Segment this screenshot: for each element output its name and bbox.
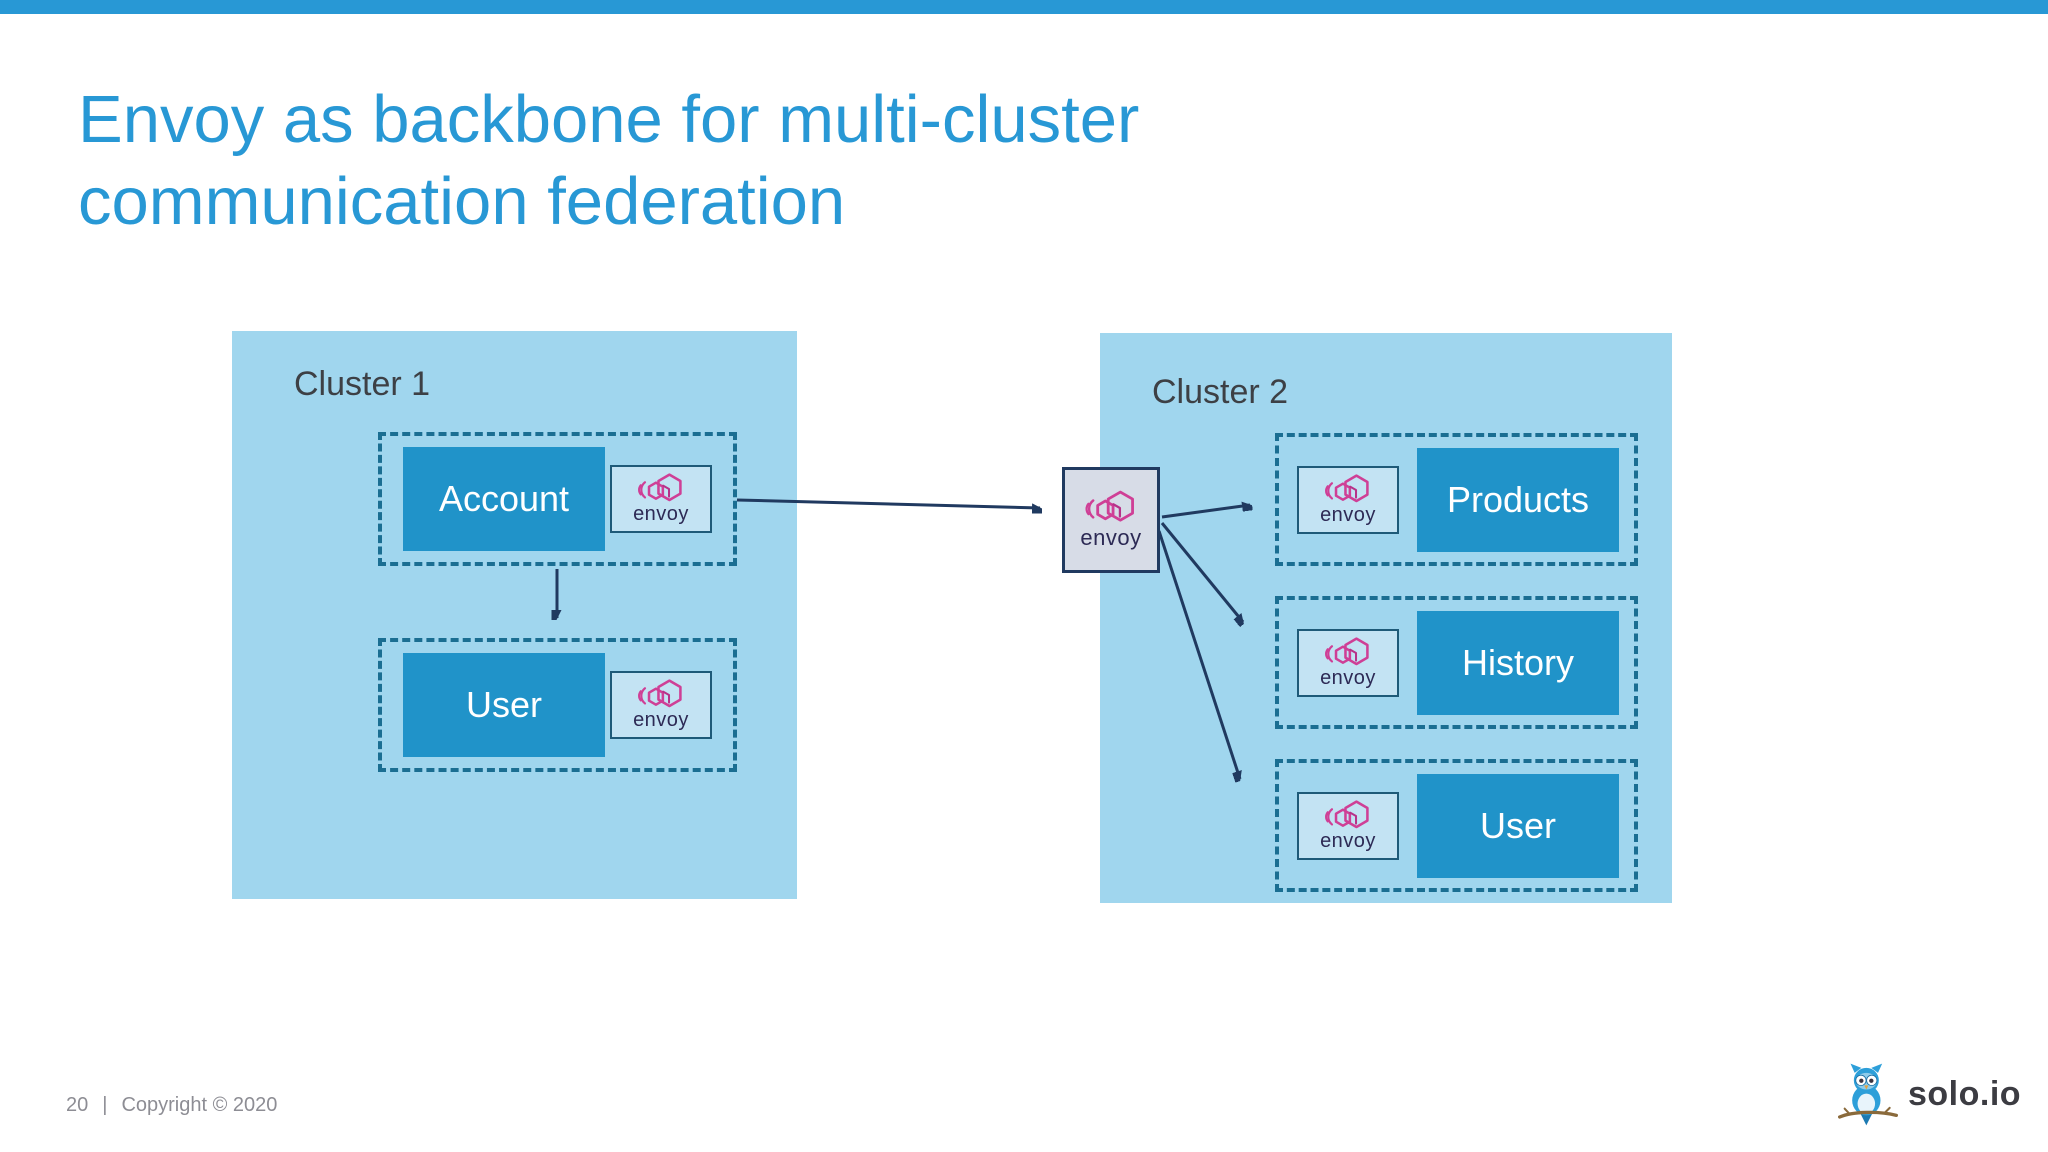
- envoy-logo-icon: [1081, 489, 1141, 527]
- envoy-logo-icon: [1321, 799, 1375, 833]
- products-envoy-sidecar: envoy: [1297, 465, 1399, 534]
- solo-io-logo: solo.io: [1838, 1062, 2021, 1127]
- history-service-box: History: [1417, 610, 1619, 715]
- account-service-box: Account: [403, 447, 605, 551]
- user-envoy-sidecar: envoy: [610, 671, 712, 739]
- envoy-wordmark: envoy: [1320, 503, 1376, 526]
- cluster2-history-group: envoy History: [1275, 596, 1638, 729]
- envoy-logo-icon: [634, 472, 688, 506]
- user-service-box: User: [403, 653, 605, 757]
- copyright-text: Copyright © 2020: [121, 1094, 278, 1116]
- products-service-box: Products: [1417, 447, 1619, 552]
- envoy-wordmark: envoy: [1320, 829, 1376, 852]
- cluster2-label: Cluster 2: [1152, 373, 1289, 411]
- history-envoy-sidecar: envoy: [1297, 628, 1399, 697]
- cluster2-products-group: envoy Products: [1275, 433, 1638, 566]
- cluster1-label: Cluster 1: [294, 365, 431, 403]
- slide-footer: 20 | Copyright © 2020: [66, 1094, 277, 1117]
- envoy-logo-icon: [1321, 473, 1375, 507]
- brand-name: solo.io: [1908, 1075, 2022, 1113]
- user2-service-box: User: [1417, 773, 1619, 878]
- user2-envoy-sidecar: envoy: [1297, 791, 1399, 860]
- envoy-logo-icon: [634, 678, 688, 712]
- envoy-wordmark: envoy: [1080, 525, 1142, 550]
- envoy-logo-icon: [1321, 636, 1375, 670]
- cluster1-account-group: Account envoy: [378, 432, 737, 566]
- envoy-gateway-box: envoy: [1062, 467, 1160, 573]
- page-number: 20: [66, 1094, 89, 1116]
- slide-title: Envoy as backbone for multi-cluster comm…: [78, 81, 1140, 240]
- cluster2-user-group: envoy User: [1275, 759, 1638, 892]
- envoy-wordmark: envoy: [633, 503, 689, 525]
- cluster1-user-group: User envoy: [378, 638, 737, 772]
- slide-accent-bar: [0, 0, 2048, 14]
- envoy-wordmark: envoy: [1320, 666, 1376, 689]
- account-envoy-sidecar: envoy: [610, 465, 712, 533]
- owl-logo-icon: [1838, 1062, 1898, 1127]
- footer-separator: |: [102, 1094, 108, 1116]
- cluster1-panel: Cluster 1: [232, 331, 797, 899]
- envoy-wordmark: envoy: [633, 709, 689, 731]
